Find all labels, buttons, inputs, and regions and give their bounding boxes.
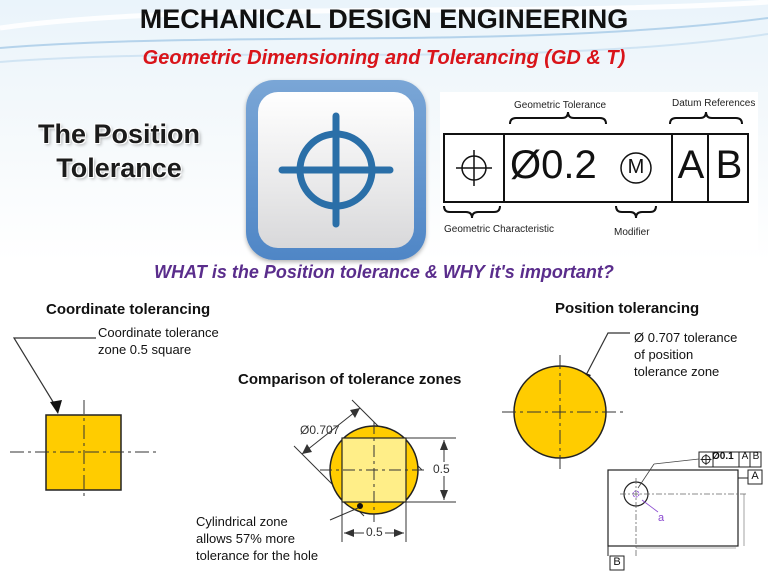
comparison-note: Cylindrical zone allows 57% more toleran… (196, 513, 318, 564)
drawing-fcf-value: Ø0.1 (712, 451, 734, 462)
label-modifier: Modifier (614, 227, 650, 238)
comparison-note-line1: Cylindrical zone (196, 514, 288, 529)
position-heading: Position tolerancing (555, 300, 700, 317)
label-geometric-characteristic: Geometric Characteristic (444, 224, 555, 235)
slide-subtitle: Geometric Dimensioning and Tolerancing (… (142, 47, 626, 69)
drawing-fcf-datum-b: B (752, 451, 760, 462)
position-note-line3: tolerance zone (634, 364, 720, 379)
fcf-modifier-letter: M (627, 156, 645, 178)
coordinate-note-line1: Coordinate tolerance (98, 325, 219, 340)
fcf-frame-graphic (443, 111, 749, 219)
position-note-line2: of position (634, 347, 694, 362)
section-title: The Position Tolerance (14, 117, 224, 185)
drawing-fcf-datum-a: A (741, 451, 749, 462)
part-drawing (607, 451, 763, 571)
comparison-note-line3: tolerance for the hole (196, 548, 319, 563)
drawing-leader-label: a (658, 512, 665, 524)
section-title-line1: The Position (38, 119, 200, 149)
comparison-height-label: 0.5 (432, 462, 451, 476)
fcf-datum-b: B (715, 143, 743, 187)
position-icon-tile (246, 80, 426, 260)
coordinate-note: Coordinate tolerance zone 0.5 square (98, 324, 219, 358)
label-datum-references: Datum References (672, 98, 756, 109)
coordinate-heading: Coordinate tolerancing (46, 301, 211, 318)
position-symbol-icon (278, 112, 394, 228)
comparison-note-line2: allows 57% more (196, 531, 295, 546)
comparison-diameter-label: Ø0.707 (300, 423, 340, 437)
header-wave-decoration (0, 0, 768, 63)
section-title-line2: Tolerance (56, 153, 182, 183)
fcf-datum-a: A (677, 143, 705, 187)
question-heading: WHAT is the Position tolerance & WHY it'… (154, 262, 614, 282)
label-geometric-tolerance: Geometric Tolerance (514, 100, 607, 111)
comparison-diagram (293, 399, 456, 542)
drawing-part-outline (607, 469, 739, 547)
position-zone-diagram (502, 332, 630, 471)
position-note: Ø 0.707 tolerance of position tolerance … (634, 329, 737, 380)
fcf-tolerance-value: Ø0.2 (510, 143, 597, 187)
drawing-fcf-frame (698, 451, 762, 468)
drawing-datum-a-label: A (751, 470, 759, 482)
drawing-datum-b-label: B (613, 556, 621, 568)
comparison-heading: Comparison of tolerance zones (238, 371, 462, 388)
coordinate-zone-diagram (10, 337, 160, 500)
fcf-modifier-circle (620, 152, 652, 184)
slide-title: MECHANICAL DESIGN ENGINEERING (139, 4, 629, 34)
position-note-line1: Ø 0.707 tolerance (634, 330, 738, 345)
feature-control-frame-diagram: Geometric Tolerance Datum References Ø0.… (440, 92, 758, 250)
coordinate-note-line2: zone 0.5 square (98, 342, 192, 357)
comparison-width-label: 0.5 (364, 525, 385, 539)
